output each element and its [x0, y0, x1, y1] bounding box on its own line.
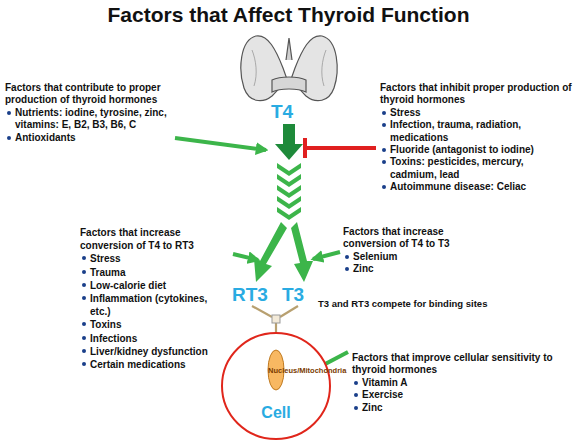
list-item: Zinc: [343, 263, 493, 275]
split-arrows: [254, 222, 313, 282]
list-item: Toxins: [80, 318, 230, 331]
list-item: Zinc: [352, 402, 562, 414]
list-heading: Factors that increase conversion of T4 t…: [80, 226, 230, 252]
factor-list: Factors that increase conversion of T4 t…: [80, 226, 230, 371]
note-text: T3 and RT3 compete for binding sites: [318, 298, 493, 309]
factor-list: Factors that inhibit proper production o…: [380, 82, 572, 194]
factor-list: Factors that contribute to proper produc…: [5, 82, 171, 144]
factor-list: Factors that improve cellular sensitivit…: [352, 352, 562, 414]
list-item: Stress: [80, 252, 230, 265]
nucleus-label: Nucleus/Mitochondria: [268, 366, 284, 375]
list-heading: Factors that contribute to proper produc…: [5, 82, 171, 107]
list-heading: Factors that increase conversion of T4 t…: [343, 226, 493, 251]
nucleus-ellipse: Nucleus/Mitochondria: [268, 350, 284, 390]
binding-site: [252, 306, 298, 332]
list-item: Exercise: [352, 389, 562, 401]
list-item: Fluoride (antagonist to iodine): [380, 144, 572, 156]
list-item: Liver/kidney dysfunction: [80, 345, 230, 358]
list-item: Inflammation (cytokines, etc.): [80, 292, 230, 318]
list-item: Infections: [80, 332, 230, 345]
list-item: Toxins: pesticides, mercury, cadmium, le…: [380, 156, 572, 181]
list-item: Stress: [380, 107, 572, 119]
factor-list: Factors that increase conversion of T4 t…: [343, 226, 493, 276]
list-item: Antioxidants: [5, 132, 171, 144]
chevrons: [277, 163, 301, 220]
list-item: Selenium: [343, 251, 493, 263]
list-item: Nutrients: iodine, tyrosine, zinc, vitam…: [5, 107, 171, 132]
t4-arrow: [275, 124, 303, 160]
hormone-label: RT3: [232, 284, 268, 306]
list-heading: Factors that improve cellular sensitivit…: [352, 352, 562, 377]
cell-label: Cell: [221, 404, 331, 422]
list-item: Autoimmune disease: Celiac: [380, 181, 572, 193]
list-item: Trauma: [80, 266, 230, 279]
list-heading: Factors that inhibit proper production o…: [380, 82, 572, 107]
list-item: Vitamin A: [352, 377, 562, 389]
cell-circle: Cell Nucleus/Mitochondria: [221, 332, 331, 440]
list-item: Certain medications: [80, 358, 230, 371]
thyroid-gland: [241, 36, 337, 101]
list-item: Low-calorie diet: [80, 279, 230, 292]
hormone-label: T3: [282, 284, 304, 306]
hormone-label: T4: [271, 101, 293, 123]
inhibit-line: [305, 138, 376, 158]
diagram-title: Factors that Affect Thyroid Function: [0, 3, 577, 27]
list-item: Infection, trauma, radiation, medication…: [380, 119, 572, 144]
